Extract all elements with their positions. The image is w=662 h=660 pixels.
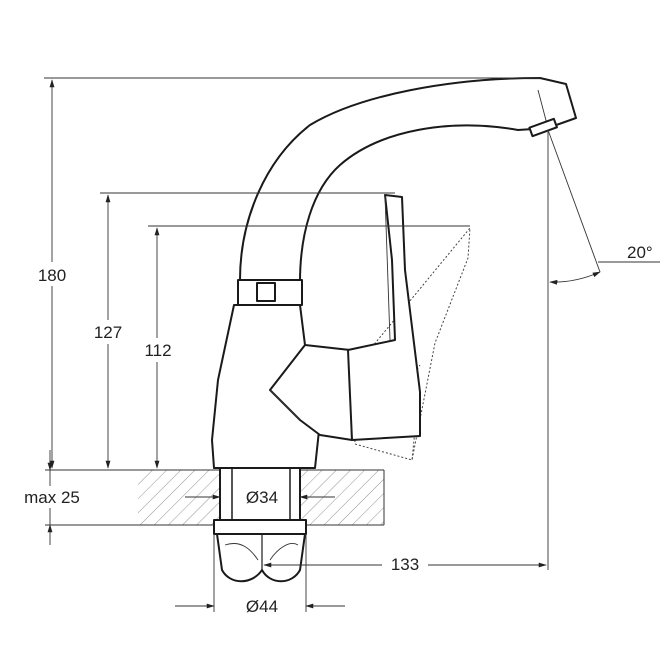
- label-spout-reach: 133: [391, 555, 419, 574]
- label-max-thickness: max 25: [24, 488, 80, 507]
- label-nut-diameter: Ø44: [246, 597, 278, 616]
- mounting-assembly: [213, 467, 307, 583]
- label-spout-angle: 20°: [627, 243, 653, 262]
- faucet-body: [211, 77, 577, 469]
- dim-nut-diameter: Ø44: [175, 534, 345, 616]
- dim-spout-angle: 20°: [547, 129, 660, 285]
- dim-body-height: 112: [138, 225, 470, 469]
- dim-pipe-diameter: Ø34: [185, 486, 335, 508]
- countertop-section: [45, 469, 385, 526]
- dim-spout-reach: 133: [263, 132, 549, 576]
- label-pipe-diameter: Ø34: [246, 488, 278, 507]
- label-lever-height: 127: [94, 323, 122, 342]
- label-total-height: 180: [38, 266, 66, 285]
- dim-total-height: 180: [34, 77, 540, 469]
- dim-lever-height: 127: [90, 192, 395, 469]
- label-body-height: 112: [144, 341, 171, 360]
- dim-max-thickness: max 25: [12, 450, 92, 545]
